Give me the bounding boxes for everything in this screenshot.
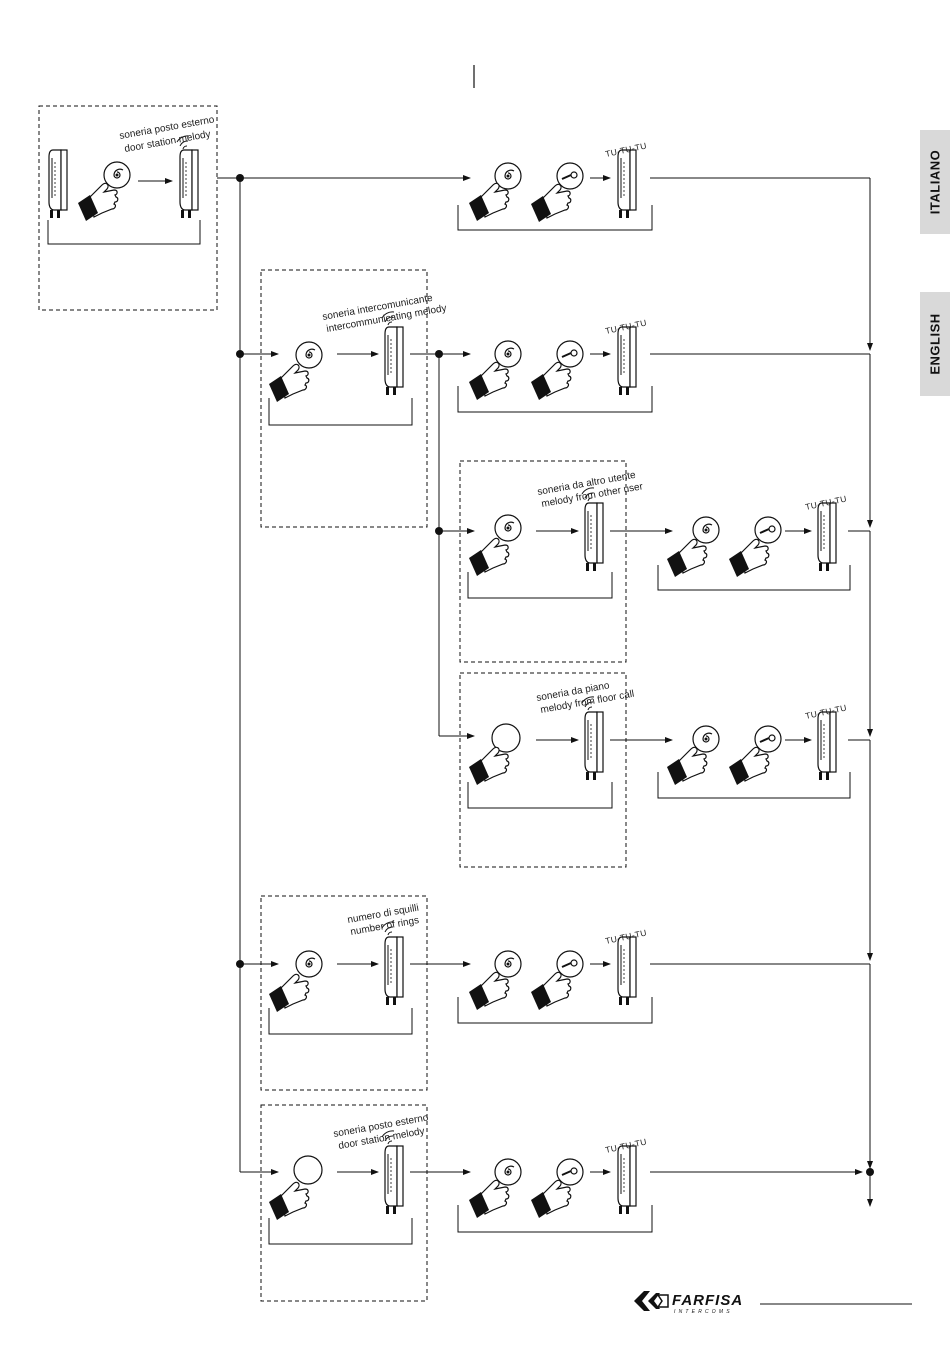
hand-icon (468, 361, 510, 401)
handset-icon (617, 936, 637, 1006)
hand-icon (530, 971, 572, 1011)
call-button-icon (295, 950, 323, 978)
hand-icon (268, 973, 310, 1013)
menu-button-icon (692, 516, 720, 544)
hand-icon (468, 537, 510, 577)
box-door-station (38, 105, 218, 311)
logo-name: FARFISA (672, 1292, 743, 1309)
hand-icon (77, 182, 119, 222)
hand-icon (666, 746, 708, 786)
call-button-icon (295, 341, 323, 369)
hand-icon (666, 538, 708, 578)
tab-italiano[interactable]: ITALIANO (920, 130, 950, 234)
handset-icon (617, 1145, 637, 1215)
handset-icon (617, 326, 637, 396)
hand-icon (468, 182, 510, 222)
box-door-station-2 (260, 1104, 428, 1302)
hand-icon (530, 183, 572, 223)
hand-icon (530, 361, 572, 401)
handset-icon (179, 149, 199, 219)
call-button-icon (494, 514, 522, 542)
handset-icon (584, 711, 604, 781)
handset-icon (817, 711, 837, 781)
handset-icon (617, 149, 637, 219)
box-rings (260, 895, 428, 1091)
hand-icon (728, 538, 770, 578)
handset-icon (48, 149, 68, 219)
handset-icon (384, 936, 404, 1006)
hand-icon (268, 1181, 310, 1221)
box-intercom (260, 269, 428, 528)
handset-icon (817, 502, 837, 572)
farfisa-logo: FARFISA INTERCOMS (634, 1291, 743, 1315)
handset-icon (584, 502, 604, 572)
handset-icon (384, 326, 404, 396)
hand-icon (468, 1179, 510, 1219)
hand-icon (530, 1179, 572, 1219)
hand-icon (268, 363, 310, 403)
handset-icon (384, 1145, 404, 1215)
box-floor-call (459, 672, 627, 868)
key-button-icon (754, 516, 782, 544)
logo-sub: INTERCOMS (674, 1309, 733, 1315)
floor-button-icon (293, 1155, 323, 1185)
hand-icon (468, 746, 510, 786)
hand-icon (728, 746, 770, 786)
tab-english[interactable]: ENGLISH (920, 292, 950, 396)
box-other-user (459, 460, 627, 663)
hand-icon (468, 971, 510, 1011)
